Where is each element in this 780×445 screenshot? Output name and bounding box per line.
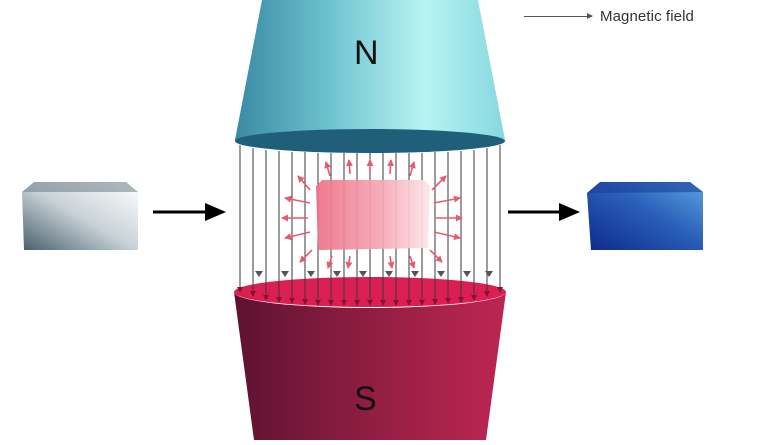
unmagnetized-block <box>22 182 138 250</box>
legend-label: Magnetic field <box>600 7 694 25</box>
arrow-into-field <box>153 203 226 221</box>
legend: Magnetic field <box>524 4 694 28</box>
arrow-out-of-field <box>508 203 580 221</box>
magnetized-block <box>587 182 703 250</box>
south-pole-label: S <box>354 380 377 418</box>
block-in-field <box>281 159 463 269</box>
induced-field-arrows <box>281 159 463 269</box>
arrow-icon <box>524 12 593 19</box>
north-pole-magnet <box>235 0 505 153</box>
north-pole-label: N <box>354 34 379 72</box>
